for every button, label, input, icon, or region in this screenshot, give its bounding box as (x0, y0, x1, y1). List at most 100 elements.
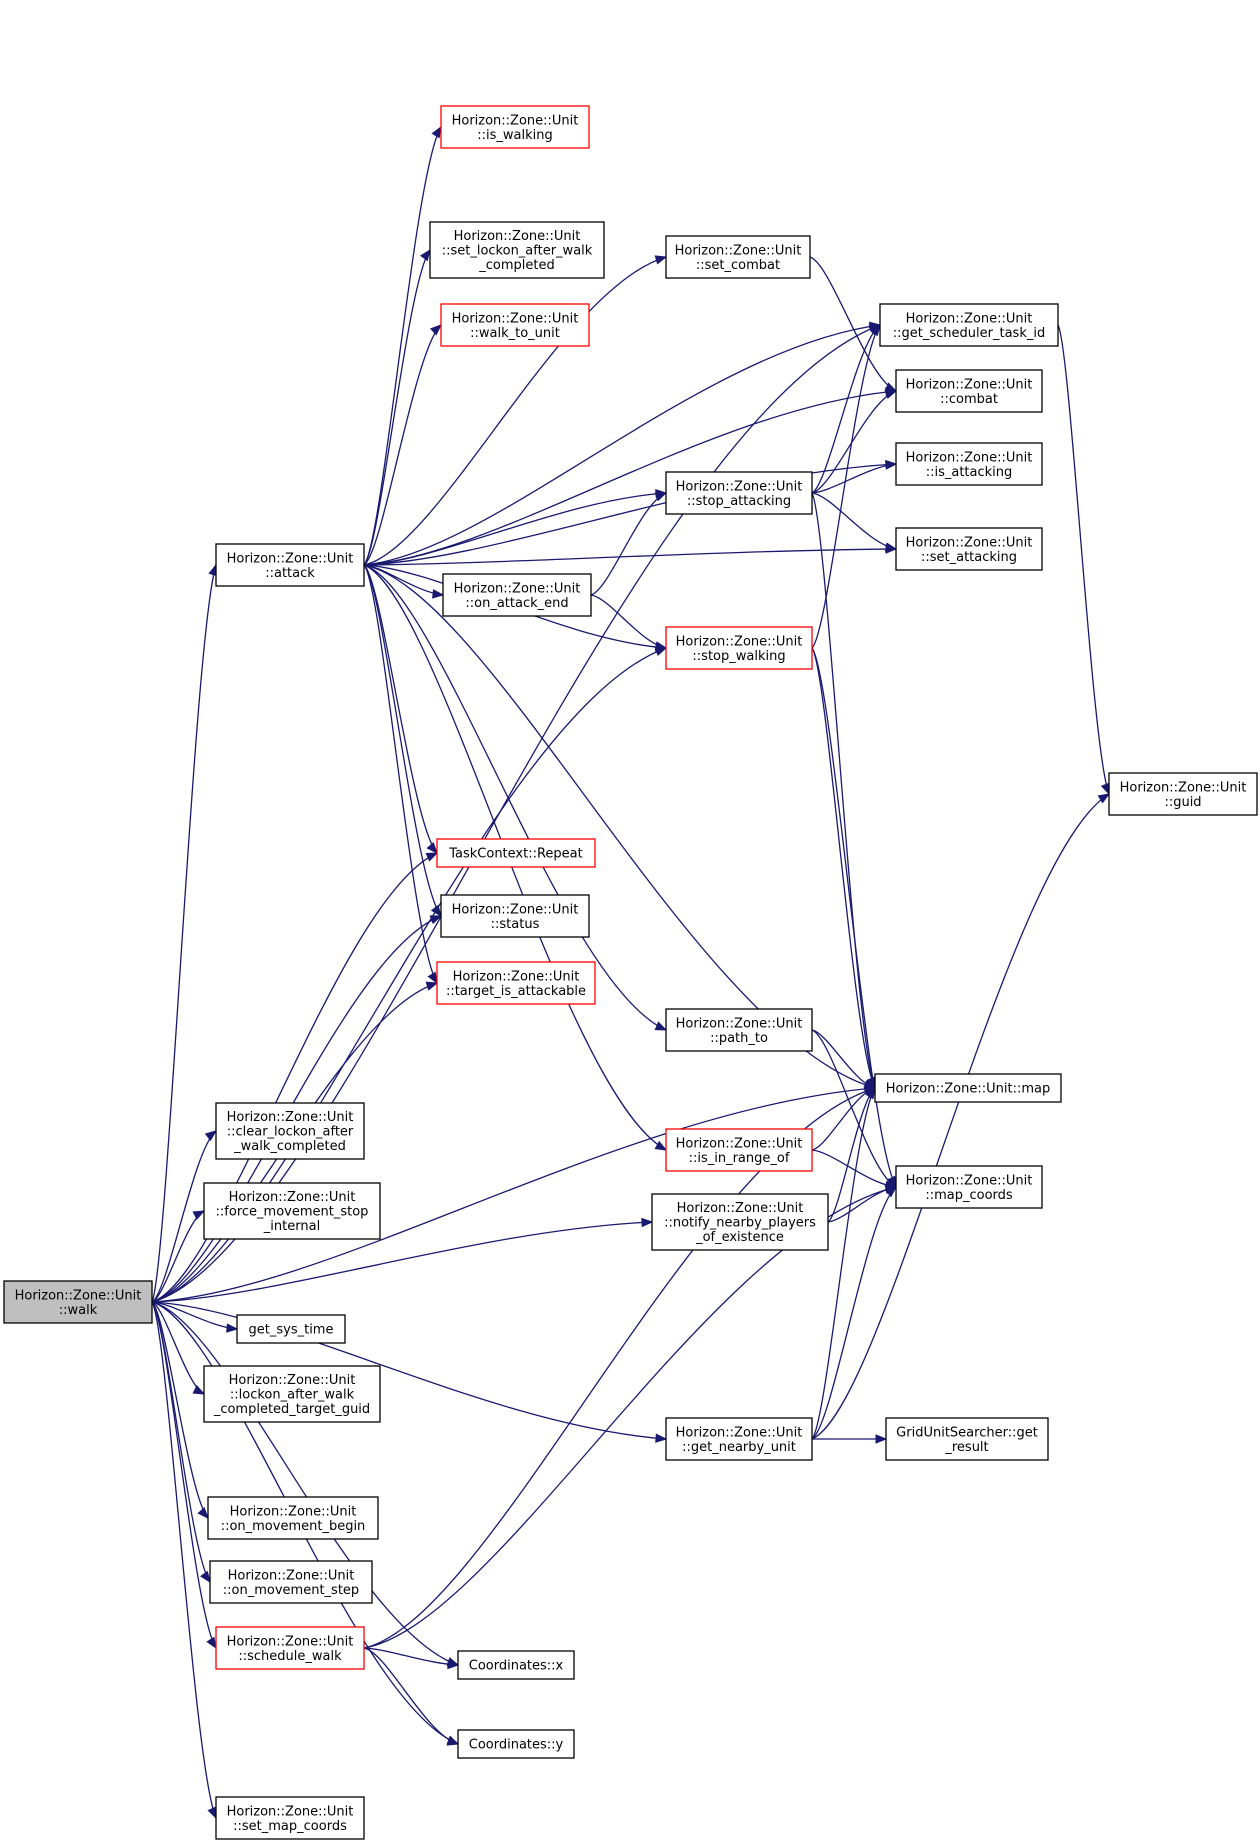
node-label: Horizon::Zone::Unit (1120, 780, 1247, 795)
node-label: ::notify_nearby_players (664, 1216, 816, 1231)
node-label: ::map_coords (925, 1188, 1013, 1203)
edge-stop_walking-to-map_coords (811, 647, 897, 1189)
node-box (215, 1796, 365, 1840)
node-lockon-guid[interactable]: Horizon::Zone::Unit::lockon_after_walk_c… (203, 1365, 381, 1423)
node-on-move-begin[interactable]: Horizon::Zone::Unit::on_movement_begin (207, 1496, 379, 1540)
node-box (874, 1073, 1062, 1103)
edge-get_sched-to-guid (1057, 324, 1110, 796)
edge-walk-to-repeat (151, 852, 439, 1303)
node-label: ::force_movement_stop (216, 1205, 369, 1220)
node-label: ::combat (940, 392, 998, 407)
node-stop-walking[interactable]: Horizon::Zone::Unit::stop_walking (665, 626, 813, 670)
node-status[interactable]: Horizon::Zone::Unit::status (440, 894, 590, 938)
node-attack[interactable]: Horizon::Zone::Unit::attack (215, 543, 365, 587)
node-coord-y[interactable]: Coordinates::y (457, 1729, 575, 1759)
node-label: Horizon::Zone::Unit (454, 229, 581, 244)
node-box (215, 1626, 365, 1670)
node-map-coords[interactable]: Horizon::Zone::Unit::map_coords (895, 1165, 1043, 1209)
node-get-sched[interactable]: Horizon::Zone::Unit::get_scheduler_task_… (879, 303, 1059, 347)
node-label: Horizon::Zone::Unit (676, 1016, 803, 1031)
node-box (651, 1193, 829, 1251)
node-label: Horizon::Zone::Unit (452, 311, 579, 326)
edge-stop_attacking-to-is_attacking (811, 460, 898, 494)
node-get-nearby[interactable]: Horizon::Zone::Unit::get_nearby_unit (665, 1417, 813, 1461)
node-on-move-step[interactable]: Horizon::Zone::Unit::on_movement_step (209, 1560, 373, 1604)
node-label: Horizon::Zone::Unit (906, 1173, 1033, 1188)
node-set-attacking[interactable]: Horizon::Zone::Unit::set_attacking (895, 527, 1043, 571)
node-label: ::guid (1164, 795, 1201, 810)
edge-attack-to-walk_to_unit (363, 324, 443, 566)
edge-attack-to-target_att (363, 564, 438, 985)
node-force-stop[interactable]: Horizon::Zone::Unit::force_movement_stop… (203, 1182, 381, 1240)
node-box (440, 105, 590, 149)
node-box (442, 573, 592, 617)
node-label: Horizon::Zone::Unit (452, 113, 579, 128)
edge-attack-to-set_combat (363, 255, 668, 566)
node-notify[interactable]: Horizon::Zone::Unit::notify_nearby_playe… (651, 1193, 829, 1251)
node-clear-lockon[interactable]: Horizon::Zone::Unit::clear_lockon_after_… (215, 1102, 365, 1160)
node-on-attack-end[interactable]: Horizon::Zone::Unit::on_attack_end (442, 573, 592, 617)
node-coord-x[interactable]: Coordinates::x (457, 1650, 575, 1680)
edge-stop_attacking-to-set_attacking (811, 492, 898, 552)
node-label: ::set_map_coords (233, 1819, 347, 1834)
node-guid[interactable]: Horizon::Zone::Unit::guid (1108, 772, 1258, 816)
node-label: Horizon::Zone::Unit (230, 1504, 357, 1519)
edge-path_to-to-map_coords (811, 1029, 898, 1188)
node-grid-get[interactable]: GridUnitSearcher::get_result (885, 1417, 1049, 1461)
node-label: get_sys_time (249, 1323, 334, 1338)
node-label: _completed_target_guid (213, 1402, 370, 1417)
node-map[interactable]: Horizon::Zone::Unit::map (874, 1073, 1062, 1103)
node-repeat[interactable]: TaskContext::Repeat (436, 838, 596, 868)
node-label: Horizon::Zone::Unit (906, 311, 1033, 326)
node-walk-to-unit[interactable]: Horizon::Zone::Unit::walk_to_unit (440, 303, 590, 347)
edge-walk-to-force_stop (151, 1210, 206, 1303)
node-box (665, 626, 813, 670)
edge-walk-to-schedule_walk (151, 1301, 217, 1650)
node-label: ::get_scheduler_task_id (893, 326, 1045, 341)
node-path-to[interactable]: Horizon::Zone::Unit::path_to (665, 1008, 813, 1052)
node-label: Horizon::Zone::Unit (227, 1110, 354, 1125)
node-set-map-coords[interactable]: Horizon::Zone::Unit::set_map_coords (215, 1796, 365, 1840)
node-set-combat[interactable]: Horizon::Zone::Unit::set_combat (665, 235, 811, 279)
edge-attack-to-status (363, 564, 442, 918)
edge-schedule_walk-to-coord_x (363, 1647, 460, 1670)
node-stop-attacking[interactable]: Horizon::Zone::Unit::stop_attacking (665, 471, 813, 515)
node-box (665, 235, 811, 279)
node-label: Horizon::Zone::Unit (15, 1288, 142, 1303)
node-label: ::is_in_range_of (689, 1151, 790, 1166)
node-box (429, 221, 605, 279)
edge-get_nearby-to-guid (811, 793, 1111, 1440)
node-label: Horizon::Zone::Unit (906, 450, 1033, 465)
node-label: Horizon::Zone::Unit::map (886, 1082, 1050, 1097)
edge-attack-to-on_attack_end (363, 564, 445, 599)
node-label: _walk_completed (233, 1139, 346, 1154)
node-label: ::stop_attacking (687, 494, 791, 509)
node-is-walking[interactable]: Horizon::Zone::Unit::is_walking (440, 105, 590, 149)
node-is-attacking[interactable]: Horizon::Zone::Unit::is_attacking (895, 442, 1043, 486)
node-label: _result (944, 1440, 988, 1455)
node-box (879, 303, 1059, 347)
node-label: Horizon::Zone::Unit (676, 1136, 803, 1151)
node-box (457, 1729, 575, 1759)
node-label: GridUnitSearcher::get (896, 1425, 1038, 1440)
node-set-lockon[interactable]: Horizon::Zone::Unit::set_lockon_after_wa… (429, 221, 605, 279)
node-get-sys-time[interactable]: get_sys_time (236, 1314, 346, 1344)
node-label: Horizon::Zone::Unit (227, 551, 354, 566)
node-box (895, 442, 1043, 486)
node-box (665, 1128, 813, 1172)
node-box (665, 1417, 813, 1461)
node-label: ::walk_to_unit (470, 326, 560, 341)
edge-walk-to-notify (151, 1217, 654, 1303)
node-schedule-walk[interactable]: Horizon::Zone::Unit::schedule_walk (215, 1626, 365, 1670)
node-is-in-range[interactable]: Horizon::Zone::Unit::is_in_range_of (665, 1128, 813, 1172)
node-box (436, 838, 596, 868)
node-box (203, 1365, 381, 1423)
node-walk[interactable]: Horizon::Zone::Unit::walk (3, 1280, 153, 1324)
node-box (895, 369, 1043, 413)
node-target-att[interactable]: Horizon::Zone::Unit::target_is_attackabl… (436, 961, 596, 1005)
node-label: ::set_lockon_after_walk (442, 244, 593, 259)
node-combat[interactable]: Horizon::Zone::Unit::combat (895, 369, 1043, 413)
node-label: _of_existence (695, 1230, 784, 1245)
node-label: Horizon::Zone::Unit (453, 969, 580, 984)
node-label: ::attack (265, 566, 315, 581)
